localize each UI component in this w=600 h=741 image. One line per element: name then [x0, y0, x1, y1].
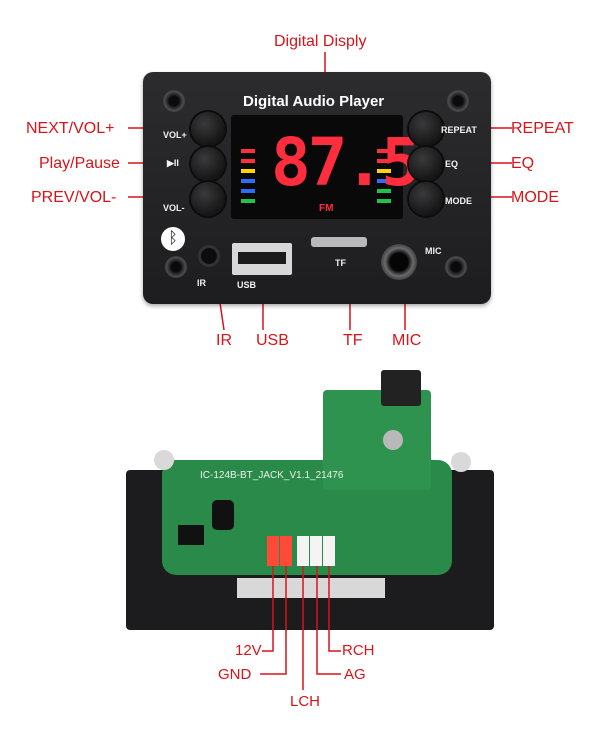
callout-next-vol-up: NEXT/VOL+: [26, 120, 115, 137]
ir-port-label: IR: [197, 278, 206, 288]
callout-tf: TF: [343, 332, 363, 349]
screw-hole-top-left: [163, 90, 185, 112]
screw-hole-bottom-left: [165, 256, 187, 278]
callout-prev-vol-down: PREV/VOL-: [31, 189, 117, 206]
spectrum-bars-icon: [241, 149, 391, 203]
connector-12v: [267, 536, 279, 566]
callout-repeat: REPEAT: [511, 120, 574, 137]
tf-card-slot[interactable]: [311, 237, 367, 247]
callout-ag: AG: [344, 666, 366, 683]
display-unit: FM: [319, 203, 334, 214]
next-vol-up-label: VOL+: [163, 130, 187, 140]
screw-left: [154, 450, 174, 470]
callout-mode: MODE: [511, 189, 559, 206]
callout-gnd: GND: [218, 666, 252, 683]
display-frequency: 87.5: [271, 124, 421, 201]
play-pause-button[interactable]: [191, 147, 225, 181]
connector-gnd: [280, 536, 292, 566]
eq-button[interactable]: [409, 147, 443, 181]
mic-jack-label: MIC: [425, 246, 442, 256]
usb-port[interactable]: [232, 243, 292, 275]
callout-usb: USB: [256, 332, 289, 349]
capacitor: [212, 500, 234, 530]
ir-receiver: [201, 248, 217, 264]
connector-lch: [297, 536, 309, 566]
connector-ag: [310, 536, 322, 566]
prev-vol-down-button[interactable]: [191, 182, 225, 216]
callout-lch: LCH: [290, 693, 321, 710]
eq-label: EQ: [445, 159, 459, 169]
tf-slot-label: TF: [335, 258, 346, 268]
bluetooth-icon: ᛒ: [161, 227, 185, 251]
pcb-model-label: IC-124B-BT_JACK_V1.1_21476: [200, 470, 344, 481]
bottom-strip: [237, 578, 385, 598]
callout-digital-display: Digital Disply: [274, 33, 367, 50]
jack-daughter-board: [323, 370, 431, 490]
callout-12v: 12V: [235, 642, 262, 659]
repeat-button[interactable]: [409, 112, 443, 146]
mode-label: MODE: [445, 196, 472, 206]
callout-rch: RCH: [342, 642, 375, 659]
callout-ir: IR: [216, 332, 232, 349]
screw-hole-top-right: [447, 90, 469, 112]
mode-button[interactable]: [409, 182, 443, 216]
repeat-label: REPEAT: [441, 125, 477, 135]
prev-vol-down-label: VOL-: [163, 203, 185, 213]
front-panel: Digital Audio Player 87.5 FM VOL+ ▶II: [143, 72, 491, 304]
connector-rch: [323, 536, 335, 566]
screw-hole-bottom-right: [445, 256, 467, 278]
callout-play-pause: Play/Pause: [39, 155, 120, 172]
play-pause-label: ▶II: [167, 158, 179, 168]
callout-eq: EQ: [511, 155, 535, 172]
callout-mic: MIC: [392, 332, 422, 349]
digital-display: 87.5 FM: [231, 115, 421, 219]
usb-port-label: USB: [237, 280, 257, 290]
panel-title: Digital Audio Player: [243, 93, 385, 110]
regulator-chip: [178, 525, 204, 545]
next-vol-up-button[interactable]: [191, 112, 225, 146]
screw-right: [451, 452, 471, 472]
mic-jack[interactable]: [381, 244, 417, 280]
